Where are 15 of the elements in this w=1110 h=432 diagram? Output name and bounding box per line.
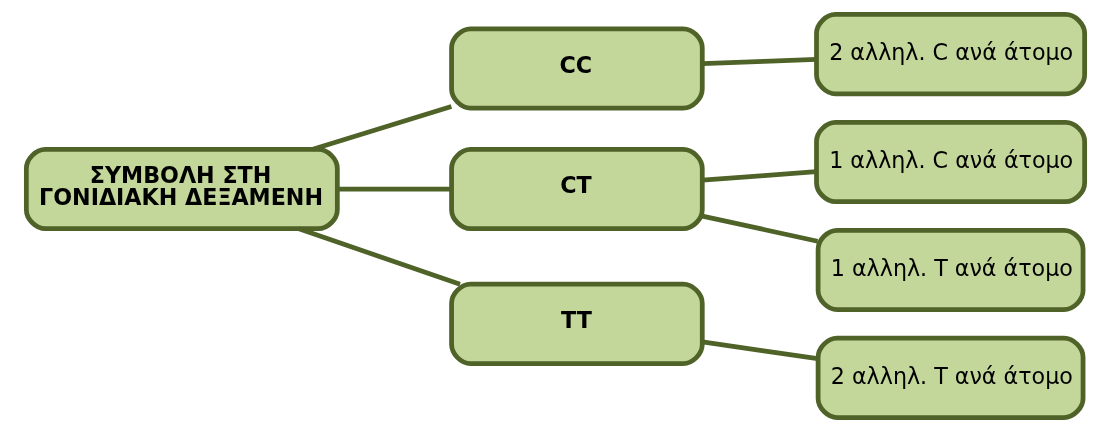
node-box: TT — [448, 281, 705, 366]
node-box: ΣΥΜΒΟΛΗ ΣΤΗ ΓΟΝΙΔΙΑΚΗ ΔΕΞΑΜΕΝΗ — [23, 147, 340, 232]
connector — [337, 186, 451, 192]
node-box: 2 αλληλ. T ανά άτομο — [815, 335, 1085, 420]
connector — [701, 213, 818, 244]
node-box: 1 αλληλ. T ανά άτομο — [815, 227, 1085, 312]
connector — [701, 56, 816, 67]
node-box: 1 αλληλ. C ανά άτομο — [813, 120, 1087, 205]
connector — [701, 339, 818, 362]
connector — [297, 226, 461, 287]
node-box: CC — [448, 26, 705, 111]
node-box: CT — [448, 147, 705, 232]
node-box: 2 αλληλ. C ανά άτομο — [813, 12, 1087, 97]
connector — [311, 104, 452, 152]
connector — [701, 169, 816, 183]
